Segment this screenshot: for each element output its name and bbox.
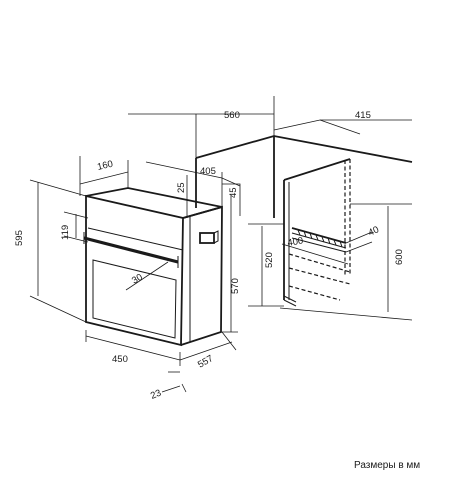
label-557: 557 [196,353,215,370]
label-450: 450 [112,354,128,365]
dim-40 [345,231,373,253]
dim-450 [85,330,181,366]
dim-560 [128,96,275,158]
label-119: 119 [60,225,71,240]
label-400: 400 [287,235,305,249]
dim-415 [273,119,412,135]
label-405: 405 [200,166,216,177]
label-45: 45 [228,187,239,198]
label-23: 23 [149,388,163,402]
label-30: 30 [130,272,145,287]
label-600: 600 [394,249,405,265]
cabinet-top-outline [195,135,413,218]
dim-520 [248,223,284,307]
oven-body [85,187,223,347]
label-415: 415 [355,110,371,121]
dim-557 [179,331,237,361]
dim-23 [161,371,187,393]
cabinet-niche [283,158,351,307]
dim-25 [182,175,191,219]
label-595: 595 [14,230,25,246]
units-caption: Размеры в мм [354,460,421,471]
label-160: 160 [96,159,114,173]
dim-119 [63,211,89,243]
dim-405 [145,161,241,207]
dim-160 [79,156,129,196]
dimension-labels: 560 415 160 405 25 45 595 119 570 520 60… [14,110,405,402]
dim-600 [279,203,413,321]
label-570: 570 [230,278,241,294]
dim-30 [125,261,169,291]
oven-handle [83,232,179,268]
label-25: 25 [176,182,187,193]
side-bracket [199,230,219,244]
dim-595 [29,179,87,323]
dim-400 [281,243,349,265]
label-520: 520 [264,252,275,268]
label-40: 40 [367,224,381,238]
dim-45 [222,183,241,222]
dim-570 [221,222,238,333]
label-560: 560 [224,110,240,121]
